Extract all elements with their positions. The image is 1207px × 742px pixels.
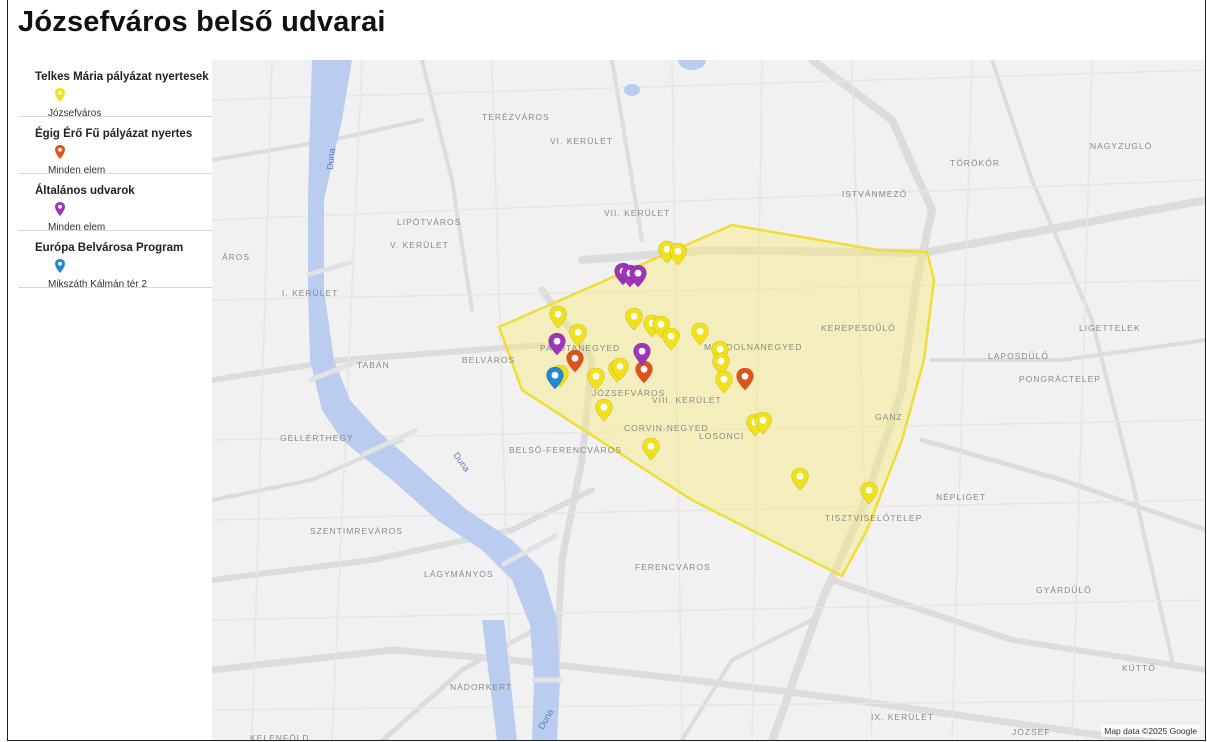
map-place-label: KELENFÖLD xyxy=(250,733,310,741)
legend-layer-name: Európa Belvárosa Program xyxy=(35,242,184,254)
map-place-label: GYÁRDŰLŐ xyxy=(1036,585,1092,595)
map-place-label: GANZ xyxy=(875,412,903,422)
map-place-label: NÉPLIGET xyxy=(936,492,986,502)
blue-pin-icon xyxy=(55,259,65,273)
orange-pin-icon xyxy=(55,145,65,159)
map-marker-pin[interactable] xyxy=(715,370,733,394)
map-place-label: SZENTIMREVÁROS xyxy=(310,526,403,536)
map-marker-pin[interactable] xyxy=(691,322,709,346)
map-attribution: Map data ©2025 Google xyxy=(1101,725,1200,737)
legend-layer-name: Általános udvarok xyxy=(35,185,135,197)
legend-item-label: Józsefváros xyxy=(48,108,102,119)
map-place-label: JÓZSEF xyxy=(1012,727,1051,737)
map-place-label: TERÉZVÁROS xyxy=(482,112,550,122)
legend-layer-name: Telkes Mária pályázat nyertesek xyxy=(35,71,209,83)
map-marker-pin[interactable] xyxy=(791,467,809,491)
map-marker-pin[interactable] xyxy=(611,357,629,381)
legend-item[interactable]: Mikszáth Kálmán tér 2 xyxy=(35,258,214,290)
legend-layer-name: Égig Érő Fű pályázat nyertes xyxy=(35,128,193,140)
map-place-label: BELVÁROS xyxy=(462,355,515,365)
app-frame: Józsefváros belső udvarai Telkes Mária p… xyxy=(7,0,1206,741)
legend-layer-telkes[interactable]: Telkes Mária pályázat nyertesek Józsefvá… xyxy=(18,60,214,119)
map-place-label: TISZTVISELŐTELEP xyxy=(825,513,922,523)
legend-item-label: Minden elem xyxy=(48,222,106,233)
map-place-label: IX. KERÜLET xyxy=(871,712,934,722)
map-place-label: MAGDOLNANEGYED xyxy=(704,342,803,352)
legend-layer-europa[interactable]: Európa Belvárosa Program Mikszáth Kálmán… xyxy=(18,231,214,290)
legend-item[interactable]: Józsefváros xyxy=(35,87,214,119)
map-place-label: JÓZSEFVÁROS xyxy=(592,388,665,398)
map-marker-pin[interactable] xyxy=(860,481,878,505)
map-place-label: VII. KERÜLET xyxy=(604,208,670,218)
page-title: Józsefváros belső udvarai xyxy=(18,6,386,38)
map-base: TERÉZVÁROS VI. KERÜLET VII. KERÜLET ISTVÁNM… xyxy=(212,60,1205,741)
legend-item[interactable]: Minden elem xyxy=(35,144,214,176)
map-place-label: VIII. KERÜLET xyxy=(652,395,722,405)
map-place-label: NAGYZUGLÓ xyxy=(1090,141,1152,151)
map-marker-pin[interactable] xyxy=(625,307,643,331)
map-marker-pin[interactable] xyxy=(736,367,754,391)
map-marker-pin[interactable] xyxy=(587,367,605,391)
map-place-label: LIGETTELEK xyxy=(1079,323,1141,333)
map-marker-pin[interactable] xyxy=(595,398,613,422)
map-place-label: ÁROS xyxy=(222,252,250,262)
legend-panel: Telkes Mária pályázat nyertesek Józsefvá… xyxy=(18,60,214,290)
map-river-label: Duna xyxy=(325,148,337,170)
legend-item[interactable]: Minden elem xyxy=(35,201,214,233)
legend-item-label: Mikszáth Kálmán tér 2 xyxy=(48,279,147,290)
map-marker-pin[interactable] xyxy=(754,411,772,435)
map-place-label: LOSONCI xyxy=(699,431,744,441)
map-place-label: VI. KERÜLET xyxy=(550,136,613,146)
map-place-label: V. KERÜLET xyxy=(390,240,449,250)
yellow-pin-icon xyxy=(55,88,65,102)
map-place-label: BELSŐ-FERENCVÁROS xyxy=(509,445,622,455)
map-place-label: CORVIN-NEGYED xyxy=(624,423,709,433)
map-place-label: PONGRÁCTELEP xyxy=(1019,374,1101,384)
map-marker-pin[interactable] xyxy=(569,323,587,347)
map-place-label: I. KERÜLET xyxy=(282,288,338,298)
legend-item-label: Minden elem xyxy=(48,165,106,176)
purple-pin-icon xyxy=(55,202,65,216)
map-marker-pin[interactable] xyxy=(629,264,647,288)
map-place-label: NÁDORKERT xyxy=(450,682,512,692)
map-place-label: KÜTTŐ xyxy=(1122,663,1156,673)
map-marker-pin[interactable] xyxy=(546,366,564,390)
legend-layer-altalanos[interactable]: Általános udvarok Minden elem xyxy=(18,174,214,233)
map-place-label: PALOTANEGYED xyxy=(540,343,620,353)
map-place-label: FERENCVÁROS xyxy=(635,562,711,572)
legend-layer-egig[interactable]: Égig Érő Fű pályázat nyertes Minden elem xyxy=(18,117,214,176)
map-marker-pin[interactable] xyxy=(549,305,567,329)
map-marker-pin[interactable] xyxy=(633,342,651,366)
map-marker-pin[interactable] xyxy=(642,437,660,461)
map-place-label: GELLÉRTHEGY xyxy=(280,433,354,443)
map-place-label: ISTVÁNMEZŐ xyxy=(842,189,907,199)
map-marker-pin[interactable] xyxy=(669,242,687,266)
map-place-label: LIPÓTVÁROS xyxy=(397,217,461,227)
map-place-label: TÖRÖKŐR xyxy=(950,158,1000,168)
map-marker-pin[interactable] xyxy=(548,332,566,356)
map-marker-pin[interactable] xyxy=(635,360,653,384)
map-marker-pin[interactable] xyxy=(662,327,680,351)
map-marker-pin[interactable] xyxy=(566,349,584,373)
map-place-label: KEREPESDŰLŐ xyxy=(821,323,896,333)
map-canvas[interactable]: TERÉZVÁROS VI. KERÜLET VII. KERÜLET ISTVÁNM… xyxy=(212,60,1205,741)
map-place-label: LÁGYMÁNYOS xyxy=(424,569,494,579)
map-place-label: LAPOSDŰLŐ xyxy=(988,351,1049,361)
map-place-label: TABÁN xyxy=(357,360,390,370)
